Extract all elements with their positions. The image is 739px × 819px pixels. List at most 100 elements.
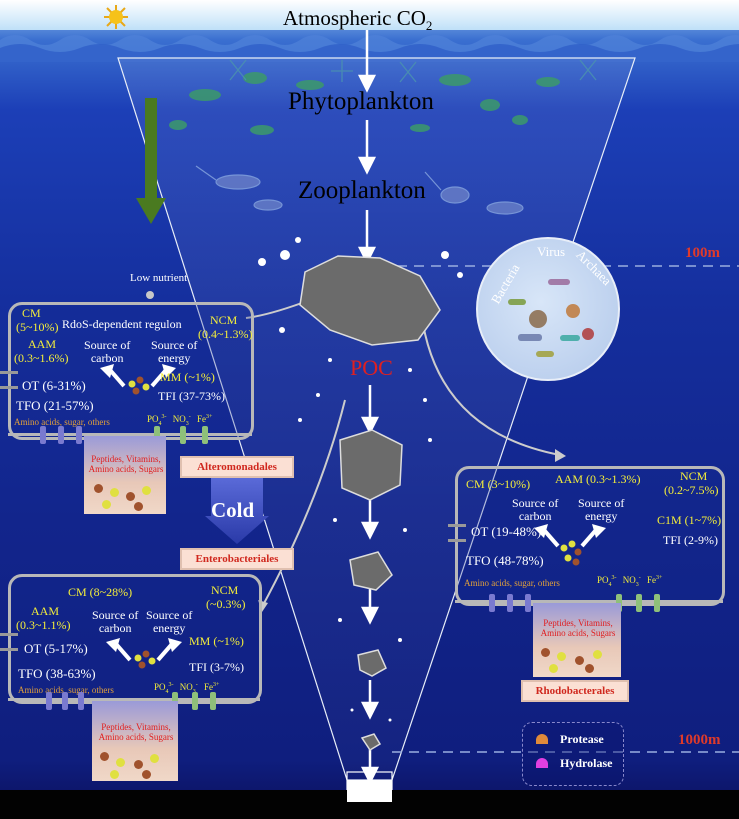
depth-100m-label: 100m	[685, 245, 720, 261]
ot-right: OT (19-48%)	[471, 524, 542, 539]
depth-1000m-label: 1000m	[678, 732, 721, 748]
particle-dot	[549, 664, 558, 673]
particle-dot	[585, 664, 594, 673]
transporter-tl-6	[202, 426, 208, 444]
porin-bl	[0, 633, 18, 651]
ncm-label-tl: NCM	[210, 313, 238, 327]
aam-right: AAM (0.3~1.3%)	[555, 472, 641, 486]
uptake-arrows-tl	[100, 364, 176, 395]
cm-label-tl: CM	[22, 306, 41, 320]
funnel-outlet	[347, 780, 392, 802]
cold-label: Cold	[211, 498, 255, 522]
porin-tl	[0, 371, 18, 389]
particle-dot	[100, 752, 109, 761]
particle-dot	[150, 754, 159, 763]
ncm-label-right: NCM	[680, 469, 708, 483]
transporter-r-2	[507, 594, 513, 612]
sun-icon	[104, 5, 128, 29]
cm-value-tl: (5~10%)	[16, 320, 59, 334]
c1m-right: C1M (1~7%)	[657, 513, 722, 527]
tfi-right: TFI (2-9%)	[663, 533, 718, 547]
enterobacteriales-label: Enterobacteriales	[180, 548, 294, 570]
aam-value-tl: (0.3~1.6%)	[14, 351, 69, 365]
peri-text-tl: Peptides, Vitamins, Amino acids, Sugars	[88, 454, 164, 474]
tfo-bl: TFO (38-63%)	[18, 666, 96, 681]
ncm-label-bl: NCM	[211, 583, 239, 597]
nutrients-tl: Amino acids, sugar, others	[14, 417, 110, 427]
transporter-r-6	[654, 594, 660, 612]
uptake-arrows-right	[534, 524, 606, 566]
protease-label: Protease	[560, 732, 604, 746]
transporter-tl-4	[154, 426, 160, 444]
cm-right: CM (3~10%)	[466, 477, 531, 491]
microbes-illustration	[508, 279, 594, 357]
ot-bl: OT (5-17%)	[24, 641, 88, 656]
periplasm-tl	[84, 436, 166, 514]
membrane-right	[455, 600, 723, 603]
tfi-bl: TFI (3-7%)	[189, 660, 244, 674]
particle-dot	[575, 656, 584, 665]
low-nutrient-label: Low nutrient	[130, 272, 188, 284]
particle-dot	[116, 758, 125, 767]
tfo-right: TFO (48-78%)	[466, 553, 544, 568]
cm-bl: CM (8~28%)	[68, 585, 133, 599]
particle-dot	[134, 502, 143, 511]
regulon-label: RdoS-dependent regulon	[62, 317, 182, 331]
particle-dot	[557, 652, 566, 661]
particle-dot	[142, 486, 151, 495]
aam-label-bl: AAM	[31, 604, 60, 618]
alteromonadales-label: Alteromonadales	[180, 456, 294, 478]
atmospheric-co2-label: Atmospheric CO2	[283, 6, 433, 34]
peri-text-bl: Peptides, Vitamins, Amino acids, Sugars	[98, 722, 174, 742]
cold-arrow	[205, 478, 269, 544]
tfo-tl: TFO (21-57%)	[16, 398, 94, 413]
transporter-tl-2	[58, 426, 64, 444]
membrane-top-left	[8, 433, 252, 436]
particle-dot	[134, 760, 143, 769]
particle-dot	[142, 770, 151, 779]
transporter-bl-3	[78, 692, 84, 710]
zooplankton-label: Zooplankton	[298, 177, 426, 204]
particle-dot	[541, 648, 550, 657]
ncm-value-tl: (0.4~1.3%)	[198, 327, 253, 341]
periplasm-right	[533, 603, 621, 677]
transporter-bl-1	[46, 692, 52, 710]
uptake-arrows-bl	[106, 638, 182, 669]
ions-bl: PO43- NO3- Fe3+	[154, 682, 220, 695]
aam-value-bl: (0.3~1.1%)	[16, 618, 71, 632]
microbes-circle	[476, 237, 620, 381]
ot-tl: OT (6-31%)	[22, 378, 86, 393]
transporter-bl-6	[210, 692, 216, 710]
transporter-r-1	[489, 594, 495, 612]
hydrolase-label: Hydrolase	[560, 756, 613, 770]
transporter-tl-5	[180, 426, 186, 444]
enzyme-legend	[522, 722, 624, 786]
transporter-bl-5	[192, 692, 198, 710]
particle-dot	[126, 492, 135, 501]
particle-dot	[110, 770, 119, 779]
particle-dot	[110, 488, 119, 497]
mm-bl: MM (~1%)	[189, 634, 244, 648]
porin-right	[448, 524, 466, 542]
rhodobacterales-label: Rhodobacterales	[521, 680, 629, 702]
virus-label: Virus	[537, 244, 566, 259]
transporter-tl-1	[40, 426, 46, 444]
ions-tl: PO43- NO3- Fe3+	[147, 414, 213, 427]
ncm-value-right: (0.2~7.5%)	[664, 483, 719, 497]
particle-dot	[94, 484, 103, 493]
poc-label: POC	[350, 355, 393, 380]
protease-icon	[536, 734, 548, 744]
particle-dot	[102, 500, 111, 509]
low-nutrient-marker	[146, 291, 154, 299]
membrane-bottom-left	[8, 698, 260, 701]
phytoplankton-label: Phytoplankton	[288, 88, 434, 115]
ncm-value-bl: (~0.3%)	[206, 597, 246, 611]
nutrients-bl: Amino acids, sugar, others	[18, 685, 114, 695]
